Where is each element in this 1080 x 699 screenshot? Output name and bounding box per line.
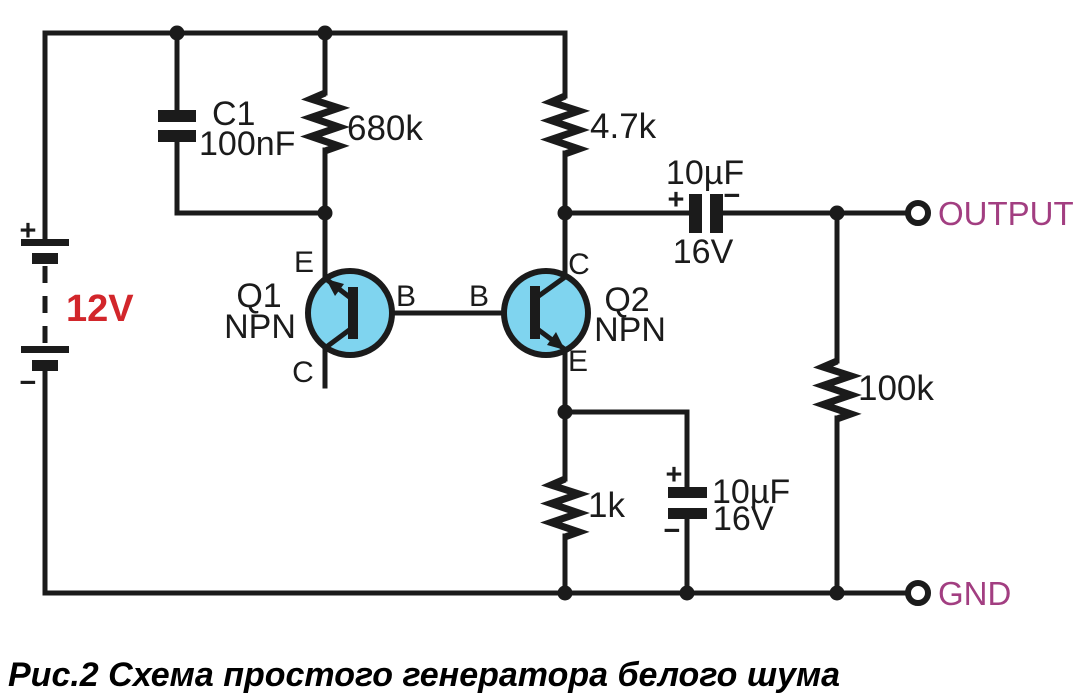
battery-plate-short-top bbox=[32, 253, 58, 264]
transistor-q2: B C E Q2 NPN bbox=[469, 248, 666, 378]
output-cap-minus-label: − bbox=[724, 180, 741, 212]
battery-plate-short-bottom bbox=[32, 360, 58, 371]
emitter-cap-plus-label: + bbox=[666, 459, 683, 491]
resistor-4p7k-label: 4.7k bbox=[590, 107, 657, 146]
resistor-100k-zigzag bbox=[812, 357, 863, 423]
resistor-1k-zigzag bbox=[540, 475, 591, 541]
battery-plate-long-bottom bbox=[21, 346, 69, 353]
junction-dot bbox=[829, 205, 845, 221]
resistor-100k: 100k bbox=[812, 357, 934, 423]
emitter-cap-plate-bottom bbox=[668, 508, 707, 519]
c1-name-label: C1 bbox=[212, 95, 255, 133]
capacitor-emitter-10uf: + − 10µF 16V bbox=[664, 459, 791, 547]
resistor-680k-label: 680k bbox=[347, 109, 423, 148]
junction-dot bbox=[829, 585, 845, 601]
emitter-cap-voltage-label: 16V bbox=[713, 500, 774, 538]
battery-minus-label: − bbox=[20, 367, 37, 399]
junction-dot bbox=[557, 404, 573, 420]
q2-base-label: B bbox=[469, 280, 489, 313]
output-terminal-circle bbox=[905, 200, 931, 226]
q1-base-bar bbox=[348, 287, 358, 339]
junction-dot bbox=[557, 585, 573, 601]
resistor-100k-label: 100k bbox=[858, 369, 934, 408]
q2-base-bar bbox=[530, 286, 540, 339]
resistor-4p7k: 4.7k bbox=[540, 92, 657, 158]
battery-voltage-label: 12V bbox=[66, 288, 134, 330]
q2-type-label: NPN bbox=[594, 311, 666, 349]
q2-collector-diagonal bbox=[536, 273, 569, 299]
resistor-1k-label: 1k bbox=[588, 486, 625, 525]
q1-emitter-label: E bbox=[294, 246, 314, 279]
resistor-1k: 1k bbox=[540, 475, 625, 541]
c1-value-label: 100nF bbox=[199, 125, 295, 163]
battery-symbol: + − 12V bbox=[20, 215, 135, 399]
c1-plate-bottom bbox=[158, 130, 196, 142]
transistor-q1: E B C Q1 NPN bbox=[224, 246, 416, 389]
q2-name-label: Q2 bbox=[604, 281, 649, 319]
junction-dot bbox=[317, 25, 333, 41]
junction-dot bbox=[317, 205, 333, 221]
battery-plus-label: + bbox=[20, 215, 37, 247]
junction-dot bbox=[679, 585, 695, 601]
output-terminal: OUTPUT bbox=[905, 195, 1074, 232]
emitter-cap-plate-top bbox=[668, 487, 707, 498]
battery-plate-long-top bbox=[21, 239, 69, 246]
q1-collector-label: C bbox=[292, 356, 314, 389]
c1-plate-top bbox=[158, 110, 196, 122]
junction-dots bbox=[169, 25, 845, 601]
q2-emitter-arrow bbox=[547, 332, 565, 350]
gnd-terminal-circle bbox=[905, 580, 931, 606]
gnd-terminal-label: GND bbox=[938, 575, 1011, 612]
emitter-cap-value-label: 10µF bbox=[712, 473, 790, 511]
emitter-cap-minus-label: − bbox=[664, 515, 681, 547]
q2-body-circle bbox=[501, 268, 591, 358]
output-terminal-label: OUTPUT bbox=[938, 195, 1074, 232]
gnd-terminal: GND bbox=[905, 575, 1011, 612]
resistor-680k: 680k bbox=[300, 89, 423, 155]
output-cap-plus-label: + bbox=[668, 184, 685, 216]
q1-name-label: Q1 bbox=[236, 277, 281, 315]
output-cap-plate-left bbox=[689, 194, 702, 233]
resistor-680k-zigzag bbox=[300, 89, 351, 155]
output-cap-value-label: 10µF bbox=[666, 154, 744, 192]
q1-collector-diagonal bbox=[321, 324, 356, 352]
capacitor-output-10uf: 10µF + − 16V bbox=[666, 154, 744, 271]
figure-caption: Рис.2 Схема простого генератора белого ш… bbox=[8, 656, 840, 694]
output-cap-voltage-label: 16V bbox=[673, 233, 734, 271]
q2-emitter-label: E bbox=[568, 345, 588, 378]
capacitor-c1: C1 100nF bbox=[158, 95, 295, 163]
junction-dot bbox=[169, 25, 185, 41]
output-cap-plate-right bbox=[710, 194, 723, 233]
junction-dot bbox=[557, 205, 573, 221]
q1-type-label: NPN bbox=[224, 308, 296, 346]
resistor-4p7k-zigzag bbox=[540, 92, 591, 158]
q1-base-label: B bbox=[396, 280, 416, 313]
q1-emitter-arrow bbox=[326, 279, 344, 296]
q2-collector-label: C bbox=[568, 248, 590, 281]
